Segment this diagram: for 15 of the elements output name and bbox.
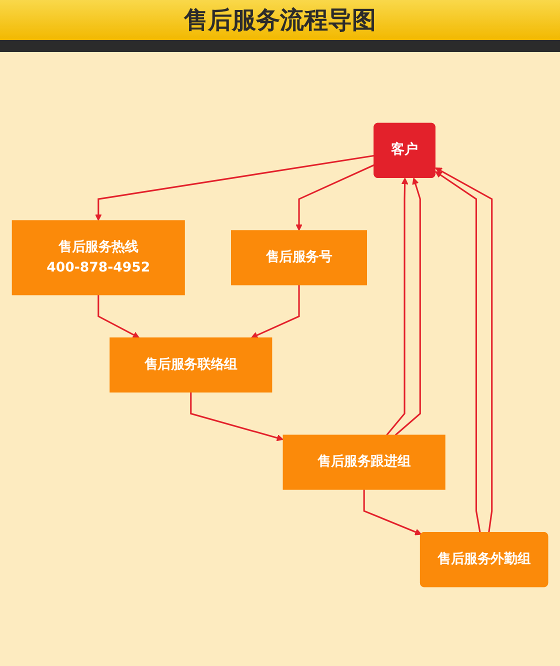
arrow <box>98 294 140 338</box>
arrow <box>296 164 375 231</box>
arrow <box>190 392 284 442</box>
arrow <box>435 171 481 533</box>
title: 售后服务流程导图 <box>184 5 376 36</box>
arrow <box>394 178 421 436</box>
arrow <box>363 489 422 536</box>
arrow <box>250 284 300 338</box>
node-box: 售后服务热线 400-878-4952 <box>12 220 185 296</box>
node-box: 售后服务号 <box>231 230 367 286</box>
arrow <box>94 154 375 221</box>
arrow <box>435 167 493 533</box>
arrow <box>386 178 408 436</box>
node-box: 售后服务跟进组 <box>282 434 446 490</box>
node-box: 售后服务联络组 <box>110 337 272 393</box>
